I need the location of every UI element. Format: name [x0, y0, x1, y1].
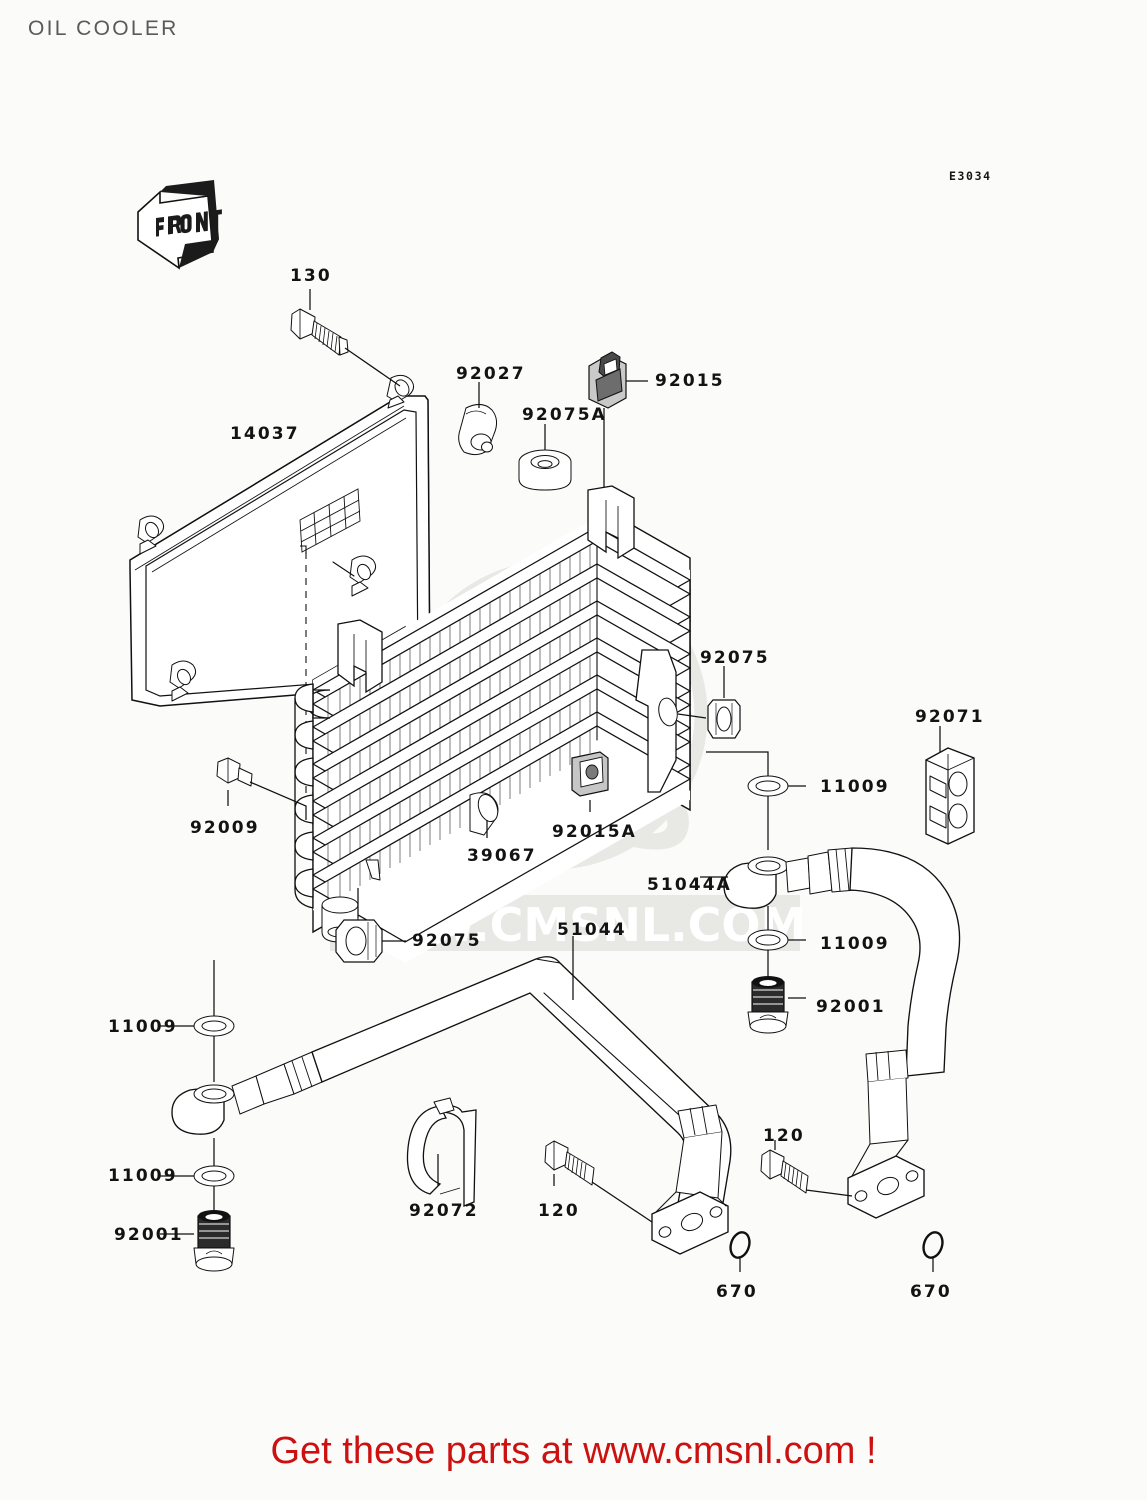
- part-label-screw: 92009: [190, 818, 260, 838]
- part-11009-gasket-left-upper: [160, 960, 235, 1082]
- part-label-damper-a: 92075A: [522, 405, 607, 425]
- part-92027-collar: [458, 382, 498, 456]
- part-92072-clamp-band: [406, 1097, 477, 1207]
- part-label-gasket: 11009: [108, 1166, 178, 1186]
- part-label-o-ring: 670: [716, 1282, 758, 1302]
- part-92015A-nut-clip: [571, 751, 609, 812]
- part-92001-banjo-bolt-right: [747, 976, 806, 1034]
- part-39067-oil-cooler-core: [294, 485, 692, 963]
- part-label-banjo-bolt: 92001: [816, 997, 886, 1017]
- part-92001-banjo-bolt-left: [160, 1210, 235, 1272]
- page-title: OIL COOLER: [28, 17, 179, 40]
- part-label-gasket: 11009: [108, 1017, 178, 1037]
- figure-code: E3034: [949, 169, 992, 183]
- part-label-oil-hose-a: 51044A: [647, 875, 732, 895]
- part-label-bolt-flanged: 130: [290, 266, 332, 286]
- part-label-nut-clip: 92015: [655, 371, 725, 391]
- part-label-damper: 92075: [412, 931, 482, 951]
- part-label-gasket: 11009: [820, 934, 890, 954]
- part-120-bolt-right: [760, 1140, 853, 1197]
- part-92015-nut-clip: [588, 351, 648, 492]
- part-670-oring-center: [729, 1231, 751, 1272]
- part-11009-gasket-right-upper: [706, 751, 806, 850]
- part-130-bolt: [290, 289, 401, 387]
- front-arrow-icon: [137, 180, 222, 270]
- part-label-clamp-band: 92072: [409, 1201, 479, 1221]
- part-92009-screw: [216, 757, 307, 820]
- part-label-o-ring: 670: [910, 1282, 952, 1302]
- part-label-grommet: 92071: [915, 707, 985, 727]
- part-92071-grommet: [925, 726, 975, 845]
- part-label-oil-cooler-core: 39067: [467, 846, 537, 866]
- part-label-bolt: 120: [538, 1201, 580, 1221]
- part-label-damper: 92075: [700, 648, 770, 668]
- part-51044A-oil-hose: [700, 847, 961, 1219]
- part-11009-gasket-left-lower: [160, 1138, 235, 1214]
- footer-promo-text: Get these parts at www.cmsnl.com !: [270, 1430, 877, 1472]
- part-label-collar: 92027: [456, 364, 526, 384]
- part-label-banjo-bolt: 92001: [114, 1225, 184, 1245]
- part-label-gasket: 11009: [820, 777, 890, 797]
- part-label-nut-clip-a: 92015A: [552, 822, 637, 842]
- part-11009-gasket-right-lower: [747, 906, 806, 978]
- part-670-oring-right: [922, 1231, 944, 1272]
- part-label-bolt: 120: [763, 1126, 805, 1146]
- part-label-oil-hose: 51044: [557, 920, 627, 940]
- part-92075A-damper: [518, 424, 572, 491]
- part-92075-damper-right: [677, 666, 741, 739]
- part-92075-damper-bottom: [335, 888, 406, 963]
- part-120-bolt-center: [544, 1140, 653, 1223]
- part-label-screen-frame: 14037: [230, 424, 300, 444]
- part-51044-oil-hose: [171, 936, 732, 1255]
